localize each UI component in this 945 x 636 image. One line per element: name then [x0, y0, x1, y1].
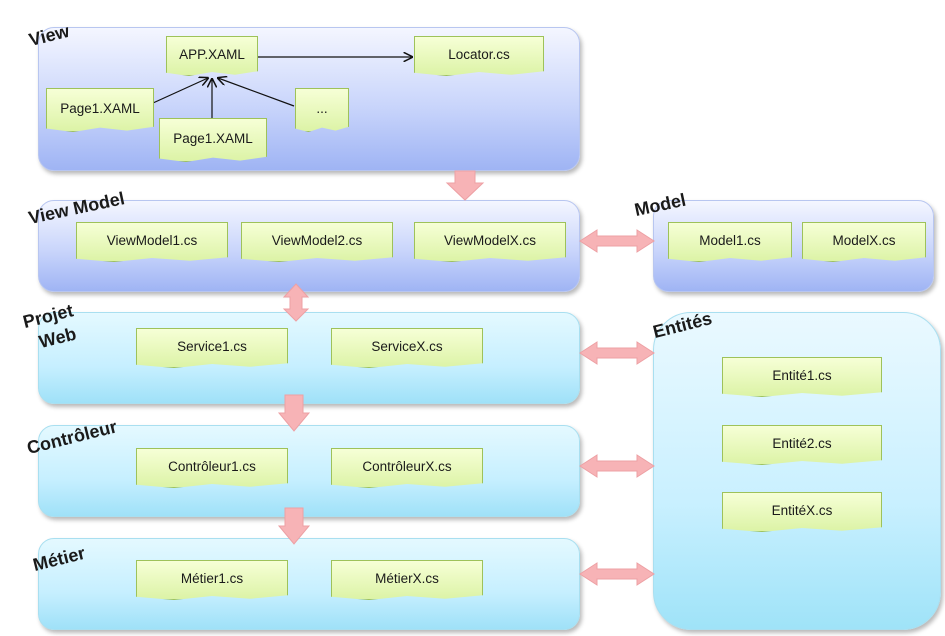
controleur1-document: Contrôleur1.cs: [136, 448, 288, 488]
ellipsis-document: ...: [295, 88, 349, 132]
page1-xaml-text-2: Page1.XAML: [173, 130, 253, 146]
controleur1-text: Contrôleur1.cs: [168, 458, 256, 474]
viewmodel-web-double-arrow: [282, 283, 310, 322]
controleurx-document: ContrôleurX.cs: [331, 448, 483, 488]
model1-text: Model1.cs: [699, 232, 761, 248]
service1-text: Service1.cs: [177, 338, 247, 354]
app-xaml-document: APP.XAML: [166, 36, 258, 76]
controleur-to-metier-arrow: [277, 507, 311, 545]
locator-document: Locator.cs: [414, 36, 544, 76]
viewmodel2-text: ViewModel2.cs: [271, 232, 363, 248]
viewmodel2-document: ViewModel2.cs: [241, 222, 393, 262]
locator-text: Locator.cs: [448, 46, 510, 62]
model1-document: Model1.cs: [668, 222, 792, 262]
viewmodel1-document: ViewModel1.cs: [76, 222, 228, 262]
entite1-text: Entité1.cs: [772, 367, 832, 383]
app-xaml-text: APP.XAML: [179, 46, 245, 62]
metier-entites-double-arrow: [579, 562, 655, 586]
entite1-document: Entité1.cs: [722, 357, 882, 397]
web-to-controleur-arrow: [277, 394, 311, 432]
page1-xaml-document-2: Page1.XAML: [159, 118, 267, 162]
entitex-text: EntitéX.cs: [771, 502, 833, 518]
metier-panel: [38, 538, 580, 630]
projet-web-panel: [38, 312, 580, 404]
ellipsis-to-app-arrow: [218, 78, 295, 107]
page1-xaml-text: Page1.XAML: [60, 100, 140, 116]
metier1-text: Métier1.cs: [180, 570, 244, 586]
viewmodelx-document: ViewModelX.cs: [414, 222, 566, 262]
servicex-text: ServiceX.cs: [371, 338, 443, 354]
controleur-entites-double-arrow: [579, 454, 655, 478]
viewmodelx-text: ViewModelX.cs: [443, 232, 537, 248]
modelx-document: ModelX.cs: [802, 222, 926, 262]
viewmodel1-text: ViewModel1.cs: [106, 232, 198, 248]
metierx-document: MétierX.cs: [331, 560, 483, 600]
metier1-document: Métier1.cs: [136, 560, 288, 600]
entite2-document: Entité2.cs: [722, 425, 882, 465]
servicex-document: ServiceX.cs: [331, 328, 483, 368]
service1-document: Service1.cs: [136, 328, 288, 368]
viewmodel-model-double-arrow: [579, 229, 655, 253]
metierx-text: MétierX.cs: [375, 570, 439, 586]
modelx-text: ModelX.cs: [832, 232, 896, 248]
entitex-document: EntitéX.cs: [722, 492, 882, 532]
entite2-text: Entité2.cs: [772, 435, 832, 451]
view-to-viewmodel-arrow: [445, 170, 485, 201]
controleurx-text: ContrôleurX.cs: [362, 458, 452, 474]
ellipsis-text: ...: [316, 100, 328, 116]
page1-xaml-document: Page1.XAML: [46, 88, 154, 132]
controleur-panel: [38, 425, 580, 517]
web-entites-double-arrow: [579, 341, 655, 365]
